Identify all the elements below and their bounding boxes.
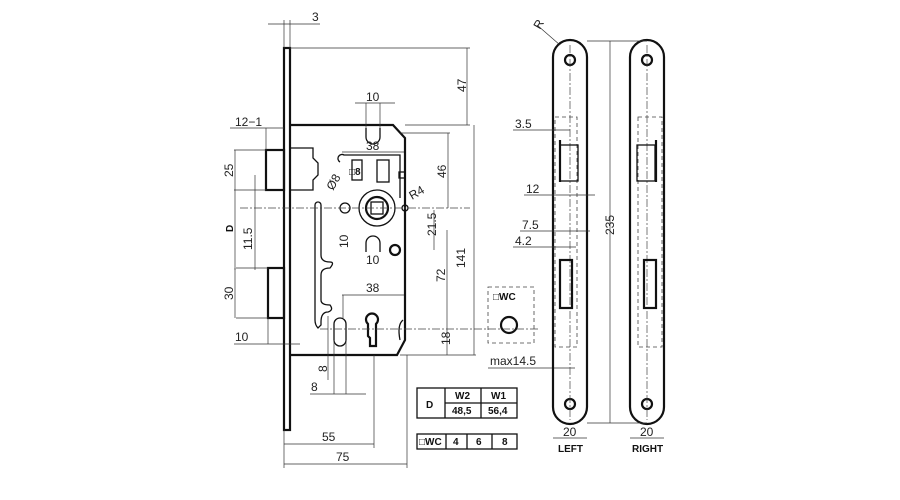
dim-latch-height: 25 [222, 163, 236, 177]
top-slot [365, 128, 381, 145]
table-d-value-w1: 56,4 [488, 406, 508, 417]
table-wc-header: □WC [419, 437, 442, 448]
plate-radius: R [530, 17, 547, 32]
d-table-grid [416, 387, 518, 450]
dim-hole-diameter: Ø8 [323, 171, 343, 192]
right-label: RIGHT [632, 444, 663, 455]
dim-top-offset: 47 [455, 78, 469, 92]
dim-bottom-offset: 18 [439, 331, 453, 345]
dim-spindle-width: 38 [366, 139, 380, 153]
right-plate-width: 20 [640, 425, 654, 439]
dim-spindle-offset: 21.5 [425, 212, 439, 236]
dim-center-distance: 72 [434, 268, 448, 282]
table-wc-value-8: 8 [502, 437, 508, 448]
plate-length: 235 [603, 215, 617, 235]
keyhole [364, 312, 380, 348]
latch [264, 147, 319, 192]
screw [388, 243, 402, 257]
left-plate-width: 20 [563, 425, 577, 439]
dim-top-slot-width: 10 [366, 90, 380, 104]
dim-max: max14.5 [490, 354, 536, 368]
dim-faceplate-thickness: 3 [312, 10, 319, 24]
dim-spindle-height: 46 [435, 164, 449, 178]
table-d-col-w2: W2 [455, 391, 470, 402]
wc-spindle [499, 315, 519, 335]
lever [314, 201, 334, 329]
wc-label: □WC [493, 292, 516, 303]
right-strike-plate [628, 38, 666, 426]
faceplate [282, 46, 292, 432]
table-d-value-w2: 48,5 [452, 406, 472, 417]
left-label: LEFT [558, 444, 583, 455]
dim-body-width: 75 [336, 450, 350, 464]
dim-cylinder-slot-height: 8 [316, 365, 330, 372]
dim-backset-55: 55 [322, 430, 336, 444]
cylinder-slot [333, 317, 347, 347]
plate-dim-7-5: 7.5 [522, 218, 539, 232]
plate-dim-12: 12 [526, 182, 540, 196]
dim-slot-height: 10 [337, 234, 351, 248]
table-wc-value-6: 6 [476, 437, 482, 448]
dim-cylinder-width: 38 [366, 281, 380, 295]
dim-bolt-projection: 10 [235, 330, 249, 344]
lock-body [290, 123, 407, 357]
wc-detail-box [487, 286, 535, 344]
deadbolt [266, 266, 286, 320]
dim-cylinder-slot-width: 8 [311, 380, 318, 394]
dim-body-height: 141 [454, 248, 468, 268]
plate-dim-3-5: 3.5 [515, 117, 532, 131]
dim-bolt-height: 30 [222, 286, 236, 300]
table-d-header: D [426, 400, 433, 411]
left-strike-plate [551, 38, 589, 426]
dim-backset-d: D [225, 225, 236, 232]
dim-radius: R4 [407, 183, 428, 203]
plate-dim-4-2: 4.2 [515, 234, 532, 248]
dim-spindle-square: □8 [349, 167, 361, 178]
dim-latch-offset: 11.5 [241, 227, 255, 250]
dim-bottom-slot-width: 10 [366, 253, 380, 267]
dim-latch-projection: 12−1 [235, 115, 262, 129]
table-d-col-w1: W1 [491, 391, 506, 402]
table-wc-value-4: 4 [453, 437, 459, 448]
